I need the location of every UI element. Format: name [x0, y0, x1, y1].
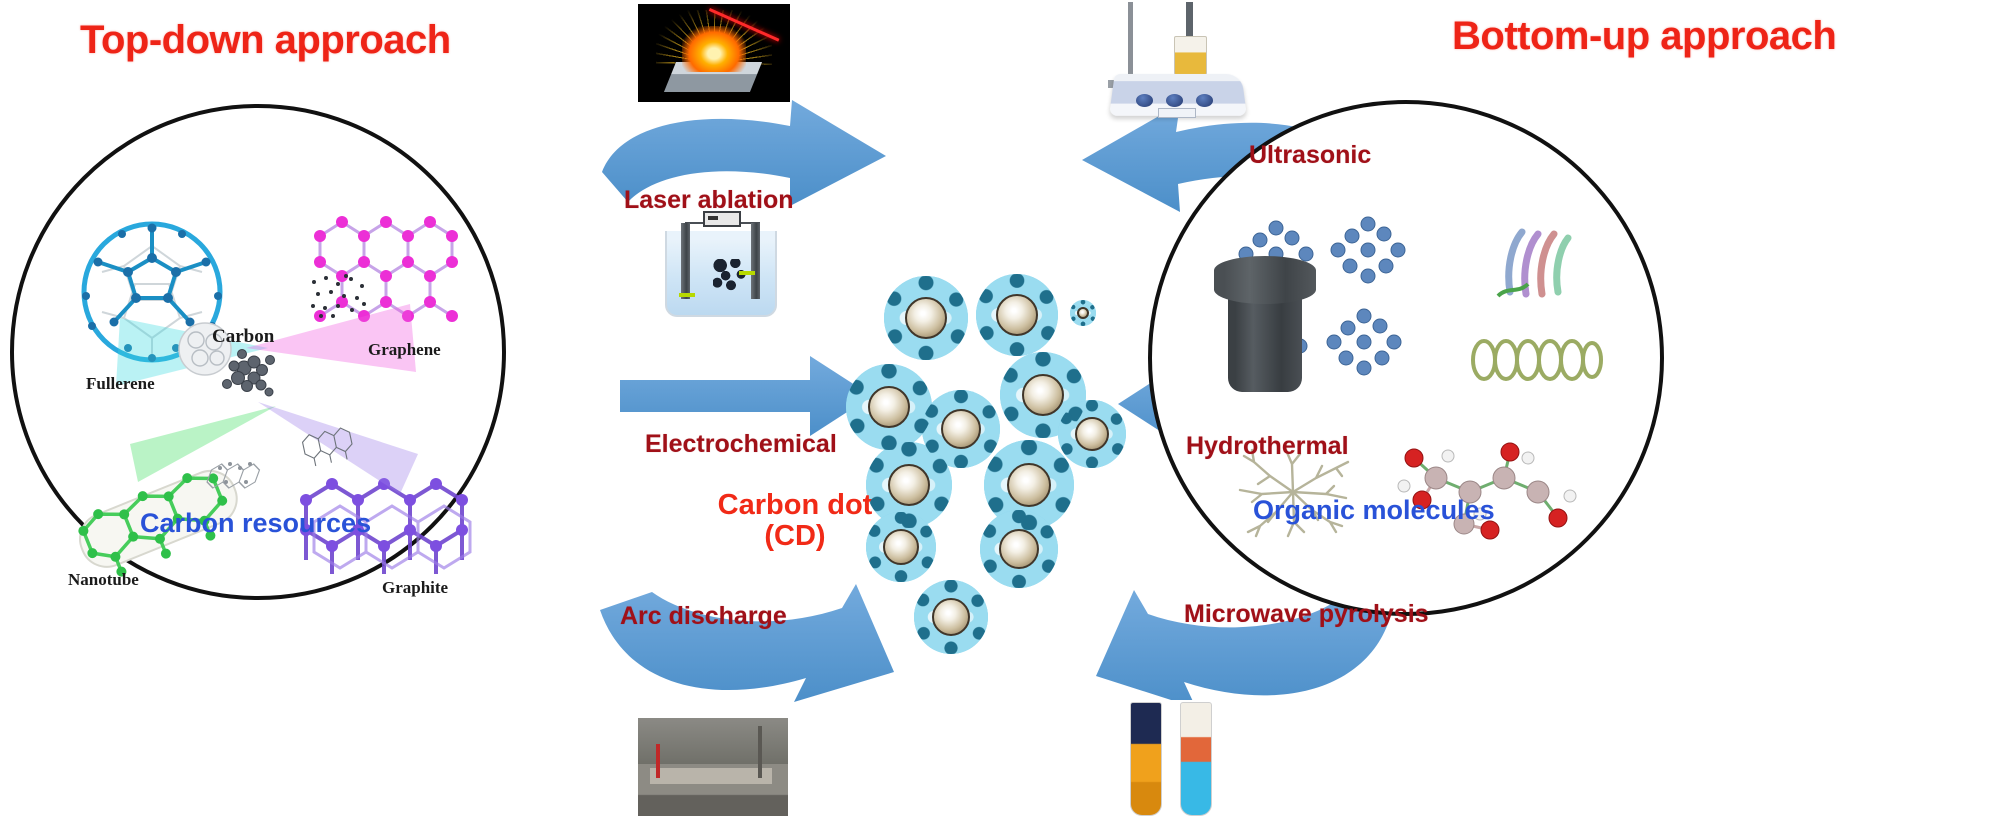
- graphene-cone: [246, 304, 416, 372]
- reaction-vials-image: [1118, 700, 1226, 816]
- ball-and-stick-molecule-icon: [1397, 442, 1577, 540]
- carbon-nanotube-icon: [78, 470, 238, 577]
- nanotube-cone: [130, 406, 276, 482]
- branched-polymer-icon: [1238, 448, 1350, 538]
- label-fullerene: Fullerene: [86, 374, 155, 393]
- label-ultrasonic: Ultrasonic: [1249, 141, 1372, 169]
- carbon-dot-particle: [1000, 352, 1086, 438]
- bottom-up-approach-title: Bottom-up approach: [1452, 14, 1837, 58]
- arc-discharge-apparatus-image: [638, 718, 788, 816]
- label-carbon-center: Carbon: [212, 326, 275, 347]
- arrow-electrochemical: [620, 356, 872, 436]
- carbon-dot-abbrev: (CD): [764, 519, 826, 552]
- fullerene-structure-icon: [81, 221, 223, 363]
- carbon-dots-speckle-icon: [311, 274, 366, 318]
- label-nanotube: Nanotube: [68, 570, 139, 589]
- label-graphite: Graphite: [382, 578, 449, 597]
- carbon-dot-particle: [914, 580, 988, 654]
- electrochemical-cell-image: [655, 209, 783, 321]
- laser-ablation-setup-image: [638, 4, 790, 102]
- top-down-approach-title: Top-down approach: [80, 18, 451, 62]
- graphite-flake-small-icon: [301, 427, 353, 467]
- carbon-dot-particle: [884, 276, 968, 360]
- carbon-dot-particle: [1058, 400, 1126, 468]
- label-electrochemical: Electrochemical: [645, 430, 837, 458]
- label-laser-ablation: Laser ablation: [624, 186, 794, 214]
- carbon-cluster-core-icon: [222, 349, 275, 397]
- carbon-dot-particle: [922, 390, 1000, 468]
- carbon-resources-caption: Carbon resources: [140, 508, 372, 538]
- graphite-structure-icon: [300, 478, 472, 574]
- carbon-dot-particle: [976, 274, 1058, 356]
- ultrasonic-processor-image: [1100, 2, 1260, 130]
- helix-coil-icon: [1471, 339, 1603, 381]
- organic-molecules-caption: Organic molecules: [1253, 495, 1495, 525]
- carbon-dot-product-label: Carbon dot (CD): [700, 490, 890, 551]
- carbon-dot-particle: [1070, 300, 1096, 326]
- protein-ribbon-icon: [1496, 228, 1572, 298]
- label-hydrothermal: Hydrothermal: [1186, 432, 1349, 460]
- carbon-dot-name: Carbon dot: [717, 489, 873, 521]
- carbon-dot-particle: [980, 510, 1058, 588]
- carbon-cluster-small-icon: [178, 322, 232, 376]
- hydrothermal-autoclave-image: [1210, 256, 1320, 400]
- label-arc-discharge: Arc discharge: [620, 602, 787, 630]
- label-graphene: Graphene: [368, 340, 441, 359]
- carbon-dot-particle: [846, 364, 932, 450]
- graphene-sheet-small-icon: [206, 462, 261, 489]
- carbon-dot-particle: [866, 512, 936, 582]
- label-microwave-pyrolysis: Microwave pyrolysis: [1184, 600, 1429, 628]
